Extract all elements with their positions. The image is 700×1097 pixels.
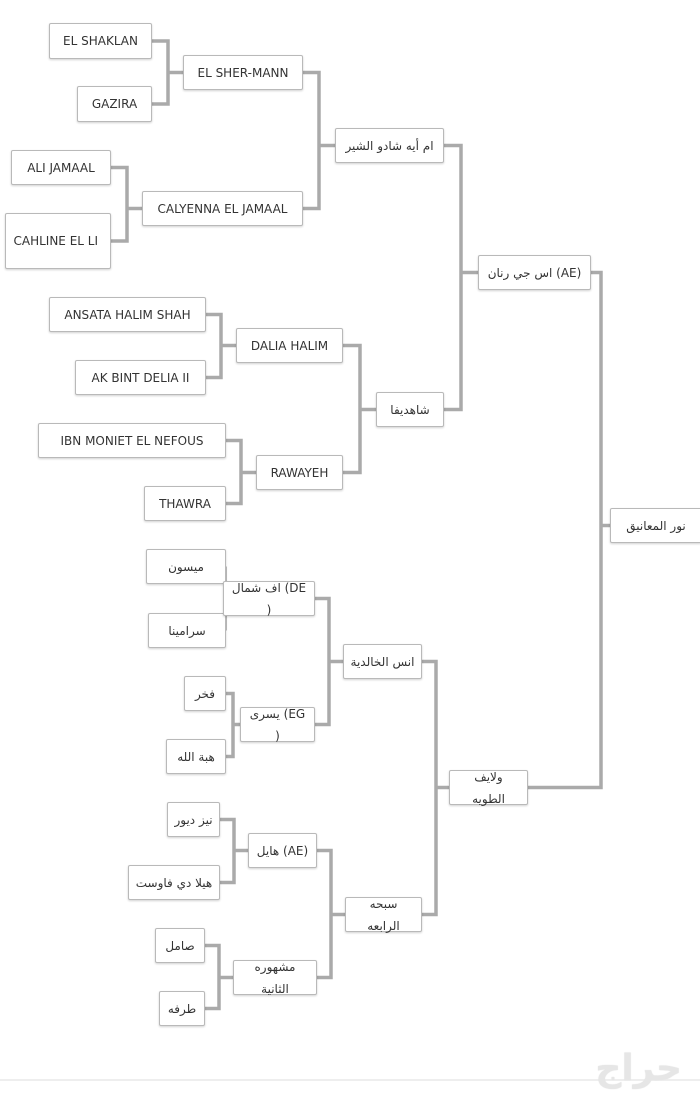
ancestor-box[interactable]: سرامينا [148, 613, 226, 648]
ancestor-box[interactable]: EL SHAKLAN [49, 23, 152, 59]
connector-line [226, 438, 256, 506]
connector-line [220, 817, 248, 885]
ancestor-box[interactable]: اف شمال (DE ) [223, 581, 315, 617]
ancestor-box[interactable]: يسرى (EG ) [240, 707, 315, 743]
grandparent-box[interactable]: انس الخالدية [343, 644, 422, 679]
ancestor-box[interactable]: DALIA HALIM [236, 328, 343, 363]
sire-box[interactable]: اس جي رنان (AE) [478, 255, 591, 290]
ancestor-box[interactable]: THAWRA [144, 486, 226, 521]
ancestor-box[interactable]: هبة الله [166, 739, 226, 774]
connector-line [152, 39, 183, 106]
connector-line [205, 943, 233, 1011]
dam-box[interactable]: ولايف الطويه [449, 770, 528, 806]
ancestor-box[interactable]: RAWAYEH [256, 455, 343, 490]
ancestor-box[interactable]: نيز ديور [167, 802, 220, 837]
ancestor-box[interactable]: طرفه [159, 991, 205, 1026]
ancestor-box[interactable]: AK BINT DELIA II [75, 360, 206, 395]
ancestor-box[interactable]: فخر [184, 676, 226, 711]
ancestor-box[interactable]: CAHLINE EL LI [5, 213, 111, 269]
connector-line [303, 70, 335, 211]
ancestor-box[interactable]: GAZIRA [77, 86, 152, 122]
ancestor-box[interactable]: صامل [155, 928, 205, 963]
connector-line [528, 270, 610, 790]
haraj-watermark-logo: حراج [595, 1048, 682, 1089]
ancestor-box[interactable]: EL SHER-MANN [183, 55, 303, 90]
ancestor-box[interactable]: ميسون [146, 549, 226, 584]
connector-line [444, 143, 478, 412]
ancestor-box[interactable]: هايل (AE) [248, 833, 317, 868]
ancestor-box[interactable]: CALYENNA EL JAMAAL [142, 191, 303, 226]
connector-line [226, 691, 240, 759]
ancestor-box[interactable]: ANSATA HALIM SHAH [49, 297, 206, 332]
ancestor-box[interactable]: هيلا دي فاوست [128, 865, 220, 900]
ancestor-box[interactable]: ALI JAMAAL [11, 150, 111, 185]
grandparent-box[interactable]: شاهديفا [376, 392, 444, 427]
connector-line [422, 659, 449, 917]
connector-line [343, 343, 376, 475]
connector-line [315, 596, 343, 727]
horse-root-box[interactable]: نور المعانيق [610, 508, 700, 543]
connector-line [111, 165, 142, 243]
grandparent-box[interactable]: ام أيه شادو الشير [335, 128, 444, 163]
footer-divider [0, 1079, 700, 1081]
grandparent-box[interactable]: سبحه الرابعه [345, 897, 422, 933]
ancestor-box[interactable]: IBN MONIET EL NEFOUS [38, 423, 226, 458]
connector-line [206, 312, 236, 380]
connector-line [317, 848, 345, 980]
ancestor-box[interactable]: مشهوره الثانية [233, 960, 317, 996]
